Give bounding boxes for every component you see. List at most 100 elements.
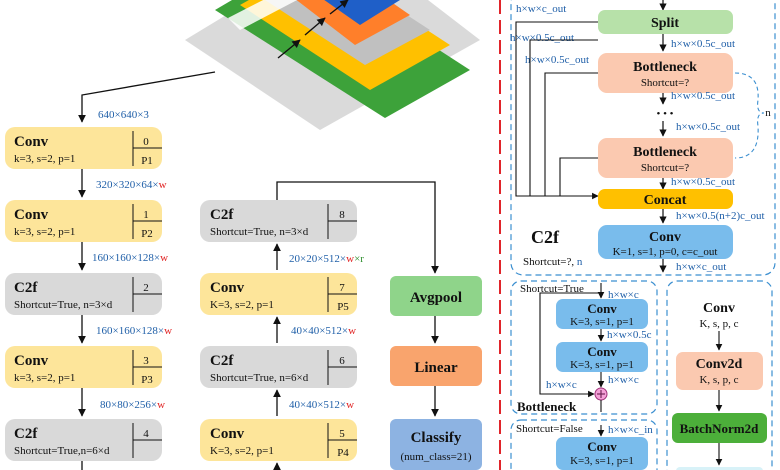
split-out-right-label: h×w×0.5c_out: [671, 38, 735, 50]
bt-shortcut-label: Shortcut=True: [520, 283, 584, 295]
classify-sub-label: (num_class=21): [401, 451, 472, 463]
bt-mid-label: h×w×0.5c: [607, 329, 652, 341]
bt-skip-label: h×w×c: [546, 379, 577, 391]
avgpool-block: Avgpool: [390, 276, 482, 316]
block-5-tag: P4: [337, 447, 349, 459]
block-5-name: Conv: [210, 426, 245, 442]
block-6-name: C2f: [210, 353, 234, 369]
bt-out-label: h×w×c: [608, 374, 639, 386]
bf-shortcut-label: Shortcut=False: [516, 423, 583, 435]
block-7-tag: P5: [337, 301, 349, 313]
bottleneck-1-sub: Shortcut=?: [641, 77, 689, 89]
block-8-index: 8: [339, 209, 345, 221]
concat-label: Concat: [644, 193, 687, 208]
classify-label: Classify: [411, 430, 462, 446]
split-label: Split: [651, 16, 679, 31]
bt-in-label: h×w×c: [608, 289, 639, 301]
backbone-block-2: C2f Shortcut=True, n=3×d 2: [5, 273, 162, 315]
edge-0-label: 320×320×64×w: [96, 179, 167, 191]
bf-conv-label: Conv: [587, 439, 617, 454]
block-2-params: Shortcut=True, n=3×d: [14, 299, 113, 311]
before-bottleneck-2-label: h×w×0.5c_out: [676, 121, 740, 133]
bottleneck-true-panel: Shortcut=True h×w×c Conv K=3, s=1, p=1 h…: [510, 280, 658, 415]
edge-3-label: 80×80×256×w: [100, 399, 165, 411]
c2f-title-sub: Shortcut=?, n: [523, 256, 583, 268]
conv-detail-title: Conv: [703, 301, 735, 316]
block-0-tag: P1: [141, 155, 153, 167]
bt-conv-2-label: Conv: [587, 344, 617, 359]
bf-in-label: h×w×c_in: [608, 424, 653, 436]
block-8-name: C2f: [210, 207, 234, 223]
conv-detail-panel: Conv K, s, p, c Conv2d K, s, p, c BatchN…: [666, 280, 773, 470]
conv2d-label: Conv2d: [696, 357, 743, 372]
input-image-stack-graphic: [185, 0, 480, 130]
block-3-tag: P3: [141, 374, 153, 386]
c2f-title: C2f: [531, 227, 560, 247]
block-3-name: Conv: [14, 353, 49, 369]
bottleneck-1-label: Bottleneck: [633, 60, 697, 75]
block-6-params: Shortcut=True, n=6×d: [210, 372, 309, 384]
batchnorm-label: BatchNorm2d: [680, 421, 759, 436]
block-1-name: Conv: [14, 207, 49, 223]
backbone-block-0: Conv k=3, s=2, p=1 0 P1: [5, 127, 162, 169]
bottleneck-false-panel: Shortcut=False h×w×c_in Conv K=3, s=1, p…: [510, 419, 658, 470]
bt-conv-2-sub: K=3, s=1, p=1: [570, 359, 634, 371]
bf-conv-sub: K=3, s=1, p=1: [570, 455, 634, 467]
edge-2-label: 160×160×128×w: [96, 325, 172, 337]
block-4-name: C2f: [14, 426, 38, 442]
linear-label: Linear: [414, 360, 458, 376]
after-bottleneck-1-label: h×w×0.5c_out: [671, 90, 735, 102]
edge-7-8-label: 20×20×512×w×r: [289, 253, 364, 265]
backbone-block-5: Conv K=3, s=2, p=1 5 P4: [200, 419, 357, 461]
block-7-params: K=3, s=2, p=1: [210, 299, 274, 311]
bt-title: Bottleneck: [517, 399, 577, 414]
block-2-index: 2: [143, 282, 149, 294]
input-dims-label: 640×640×3: [98, 109, 149, 121]
bottleneck-2-label: Bottleneck: [633, 145, 697, 160]
block-0-params: k=3, s=2, p=1: [14, 153, 75, 165]
n-label: n: [765, 107, 771, 119]
block-3-index: 3: [143, 355, 149, 367]
classify-block: Classify (num_class=21): [390, 419, 482, 470]
block-5-params: K=3, s=2, p=1: [210, 445, 274, 457]
block8-to-avgpool-arrow: [276, 181, 439, 274]
block-6-index: 6: [339, 355, 345, 367]
avgpool-label: Avgpool: [410, 290, 462, 306]
backbone-block-4: C2f Shortcut=True,n=6×d 4: [5, 419, 162, 461]
edge-6-7-label: 40×40×512×w: [291, 325, 356, 337]
c2f-conv-sub: K=1, s=1, p=0, c=c_out: [613, 246, 718, 258]
bt-conv-1-sub: K=3, s=1, p=1: [570, 316, 634, 328]
edge-5-6-label: 40×40×512×w: [289, 399, 354, 411]
backbone-block-8: C2f Shortcut=True, n=3×d 8: [200, 200, 357, 242]
split-out-left-label: h×w×0.5c_out: [510, 32, 574, 44]
block-8-params: Shortcut=True, n=3×d: [210, 226, 309, 238]
block-1-params: k=3, s=2, p=1: [14, 226, 75, 238]
conv2d-sub: K, s, p, c: [699, 374, 738, 386]
edge-1-label: 160×160×128×w: [92, 252, 168, 264]
block-0-index: 0: [143, 136, 149, 148]
c2f-conv-out-label: h×w×c_out: [676, 261, 726, 273]
c2f-detail-panel: h×w×c_out Split h×w×0.5c_out h×w×0.5c_ou…: [510, 0, 776, 276]
block-3-params: k=3, s=2, p=1: [14, 372, 75, 384]
conv-detail-sub: K, s, p, c: [699, 318, 738, 330]
block-2-name: C2f: [14, 280, 38, 296]
backbone-block-6: C2f Shortcut=True, n=6×d 6: [200, 346, 357, 388]
backbone-block-7: Conv K=3, s=2, p=1 7 P5: [200, 273, 357, 315]
bottleneck-2-sub: Shortcut=?: [641, 162, 689, 174]
backbone-block-1: Conv k=3, s=2, p=1 1 P2: [5, 200, 162, 242]
block-4-params: Shortcut=True,n=6×d: [14, 445, 110, 457]
backbone-block-3: Conv k=3, s=2, p=1 3 P3: [5, 346, 162, 388]
bt-conv-1-label: Conv: [587, 301, 617, 316]
block-1-index: 1: [143, 209, 149, 221]
linear-block: Linear: [390, 346, 482, 386]
c2f-conv-label: Conv: [649, 230, 681, 245]
after-bottleneck-2-label: h×w×0.5c_out: [671, 176, 735, 188]
block-0-name: Conv: [14, 134, 49, 150]
left-branch-label: h×w×0.5c_out: [525, 54, 589, 66]
block-7-name: Conv: [210, 280, 245, 296]
bottleneck-dots: • • •: [656, 108, 673, 120]
concat-out-label: h×w×0.5(n+2)c_out: [676, 210, 765, 222]
block-7-index: 7: [339, 282, 345, 294]
block-4-index: 4: [143, 428, 149, 440]
